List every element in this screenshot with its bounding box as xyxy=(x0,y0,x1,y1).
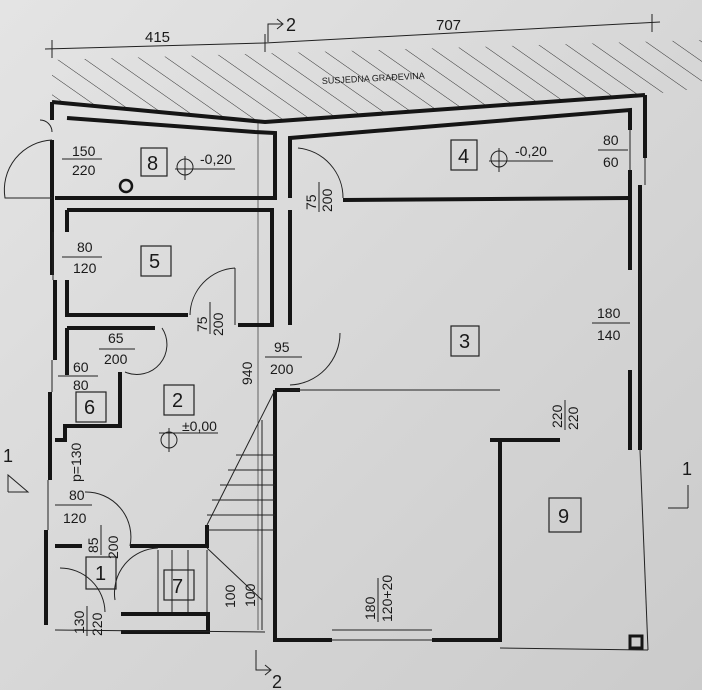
section-mark-bottom: 2 xyxy=(255,650,282,690)
label: 200 xyxy=(319,188,335,212)
door-swings xyxy=(3,119,344,613)
label: 100 xyxy=(222,584,238,608)
label: 200 xyxy=(270,361,294,377)
room-2-label: 2 xyxy=(172,390,183,412)
label: 200 xyxy=(104,351,128,367)
label: 220 xyxy=(72,162,96,178)
label: 60 xyxy=(73,359,89,375)
label: 200 xyxy=(210,312,226,336)
thin-lines xyxy=(47,130,649,651)
label: 80 xyxy=(69,487,85,503)
label: 100 xyxy=(242,583,258,607)
label: 120 xyxy=(73,260,97,276)
label: 140 xyxy=(597,327,621,343)
label: 120+20 xyxy=(379,575,395,622)
label: 180 xyxy=(362,596,378,620)
label: 75 xyxy=(194,316,210,332)
section-mark-right-label: 1 xyxy=(682,459,692,479)
dimension-707: 707 xyxy=(436,17,461,34)
level-room-4: -0,20 xyxy=(515,143,547,159)
room-7-label: 7 xyxy=(172,576,183,598)
label: 60 xyxy=(603,154,619,170)
label: 220 xyxy=(89,612,105,636)
label: 75 xyxy=(303,194,319,210)
section-mark-top: 2 xyxy=(267,15,296,42)
label: 80 xyxy=(603,132,619,148)
section-mark-left-label: 1 xyxy=(3,446,13,466)
room-4-label: 4 xyxy=(458,146,469,168)
label: 80 xyxy=(77,239,93,255)
room-labels: 8 4 5 3 2 6 1 7 9 xyxy=(75,139,582,601)
room-8-label: 8 xyxy=(147,153,158,175)
room-3-label: 3 xyxy=(459,331,470,353)
label: 200 xyxy=(105,535,121,559)
label: 85 xyxy=(85,537,101,553)
level-room-8: -0,20 xyxy=(200,151,232,167)
room-5-label: 5 xyxy=(149,251,160,273)
label: 150 xyxy=(72,143,96,159)
walls xyxy=(44,93,647,650)
section-mark-top-label: 2 xyxy=(286,15,296,35)
dimension-415: 415 xyxy=(145,29,170,46)
room-6-label: 6 xyxy=(84,397,95,419)
label: 130 xyxy=(71,610,87,634)
section-mark-left: 1 xyxy=(3,446,30,493)
label: 220 xyxy=(549,404,565,428)
level-markers: -0,20 -0,20 ±0,00 xyxy=(159,143,553,452)
level-room-2: ±0,00 xyxy=(182,418,217,434)
parapet-label: p=130 xyxy=(68,442,84,482)
dimension-top: 415 707 xyxy=(44,14,661,58)
staircase xyxy=(157,389,276,630)
level-marker-room-2: ±0,00 xyxy=(159,418,218,452)
room-9-label: 9 xyxy=(558,506,569,528)
dimension-940: 940 xyxy=(239,361,255,385)
label: 95 xyxy=(274,339,290,355)
level-marker-room-4: -0,20 xyxy=(489,143,553,172)
room-1-label: 1 xyxy=(95,563,106,585)
label: 180 xyxy=(597,305,621,321)
label: 80 xyxy=(73,377,89,393)
section-mark-bottom-label: 2 xyxy=(272,672,282,690)
label: 120 xyxy=(63,510,87,526)
label: 65 xyxy=(108,330,124,346)
section-mark-right: 1 xyxy=(668,459,692,509)
level-marker-room-8: -0,20 xyxy=(175,151,235,180)
label: 220 xyxy=(565,406,581,430)
chimney-circle xyxy=(118,178,134,194)
